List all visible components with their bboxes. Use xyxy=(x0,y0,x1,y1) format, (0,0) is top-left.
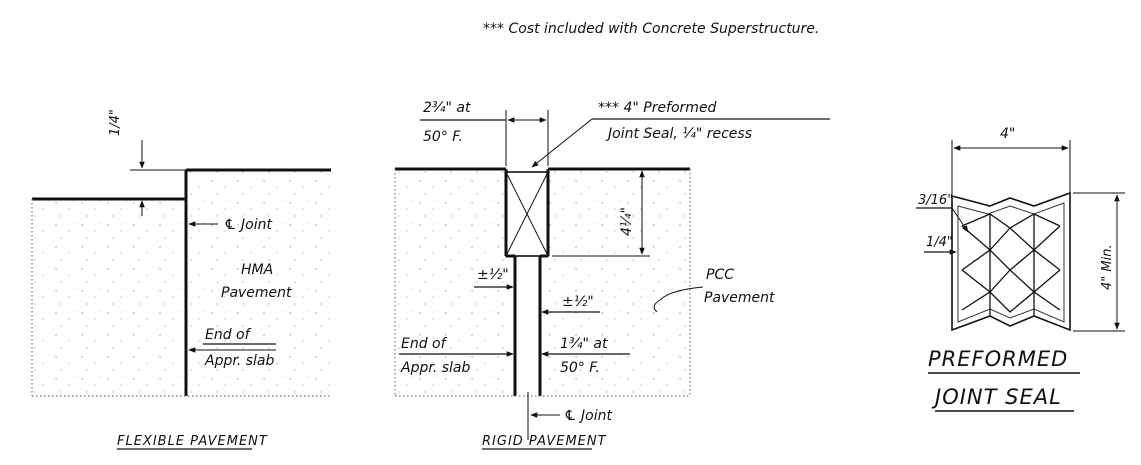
cost-note: *** Cost included with Concrete Superstr… xyxy=(483,21,819,37)
seal-outline xyxy=(951,191,1071,332)
joint-seal-box xyxy=(505,171,549,257)
hma-label-2: Pavement xyxy=(221,285,292,301)
seal-title-1: PREFORMED xyxy=(928,347,1068,371)
gap-top-2: 50° F. xyxy=(423,129,463,145)
rigid-right-fill xyxy=(548,169,690,395)
hma-label-1: HMA xyxy=(241,262,273,278)
tol-right: ±½" xyxy=(562,294,594,310)
seal-316-leader xyxy=(951,207,969,233)
flexible-pavement-section: 1/4" ℄ Joint HMA Pavement End of Appr. s… xyxy=(31,109,331,450)
seal-width: 4" xyxy=(1000,126,1015,142)
seal-dim-316: 3/16" xyxy=(918,193,953,208)
seal-title-2: JOINT SEAL xyxy=(931,385,1062,409)
rigid-end-2: Appr. slab xyxy=(400,360,470,376)
flexible-caption: FLEXIBLE PAVEMENT xyxy=(117,434,268,449)
seal-leader xyxy=(531,118,593,168)
seal-cross-2 xyxy=(505,171,549,257)
rigid-end-1: End of xyxy=(401,336,448,352)
rigid-pavement-section: 2¾" at 50° F. *** 4" Preformed Joint Sea… xyxy=(394,100,830,450)
seal-label-1: *** 4" Preformed xyxy=(598,100,717,116)
flexible-end-1: End of xyxy=(205,327,252,343)
hma-fill xyxy=(186,170,331,396)
rigid-left-fill xyxy=(395,169,506,395)
rigid-depth: 4¼" xyxy=(619,207,635,236)
gap-bot-2: 50° F. xyxy=(560,360,600,376)
gap-top-1: 2¾" at xyxy=(423,100,471,116)
seal-lattice xyxy=(961,213,1061,316)
preformed-seal-detail: 4" 4" Min. 3/16" 1/4" PREFORMED xyxy=(916,126,1125,412)
tol-left: ±½" xyxy=(477,267,509,283)
flexible-dim-quarter: 1/4" xyxy=(108,109,123,136)
seal-label-2: Joint Seal, ¼" recess xyxy=(605,126,752,142)
approach-slab-fill xyxy=(32,200,186,396)
pcc-label-1: PCC xyxy=(706,267,734,283)
rigid-caption: RIGID PAVEMENT xyxy=(482,434,607,449)
pcc-leader xyxy=(653,286,704,313)
flexible-cl-joint: ℄ Joint xyxy=(224,217,272,233)
rigid-cl-joint: ℄ Joint xyxy=(564,408,612,424)
seal-height: 4" Min. xyxy=(1100,244,1115,290)
seal-inner-outline xyxy=(957,202,1065,323)
pcc-label-2: Pavement xyxy=(704,290,775,306)
flexible-end-2: Appr. slab xyxy=(204,353,274,369)
seal-dim-quarter: 1/4" xyxy=(926,235,953,250)
gap-bot-1: 1¾" at xyxy=(560,336,608,352)
